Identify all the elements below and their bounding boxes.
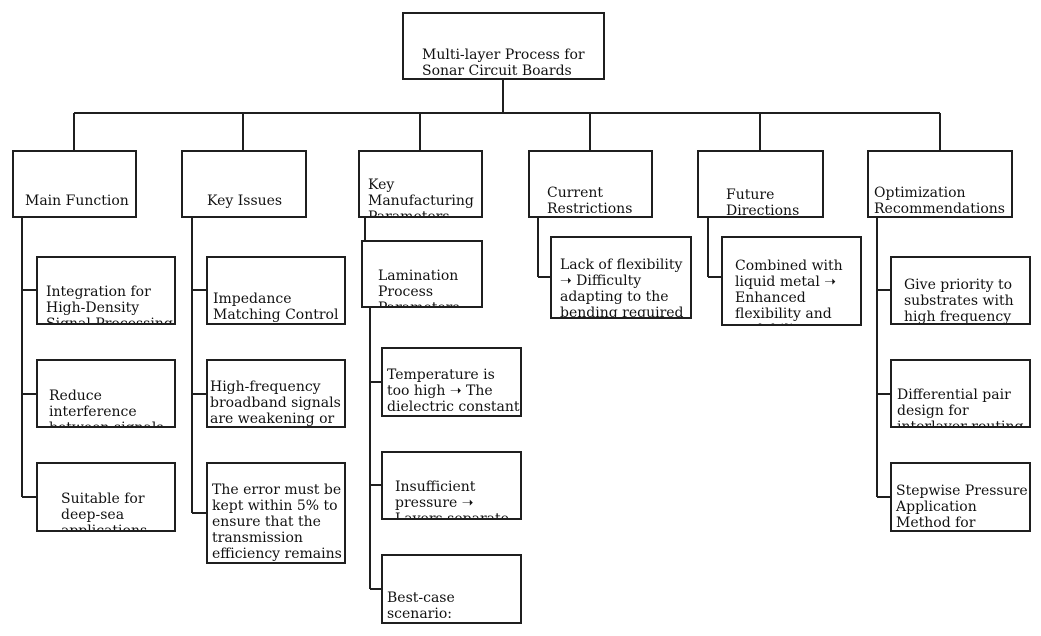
category-label: Key Manufacturing Parameters [368,177,474,218]
item-label: Integration for High-Density Signal Proc… [46,284,173,325]
item-optimization-3: Stepwise Pressure Application Method for… [890,462,1031,532]
subheader-label: Lamination Process Parameters [378,268,460,308]
category-label: Key Issues [207,193,283,209]
root-node: Multi-layer Process for Sonar Circuit Bo… [402,12,605,80]
item-label: Suitable for deep-sea applications [61,491,148,532]
item-label: High-frequency broadband signals are wea… [210,379,341,427]
category-optimization-recommendations: Optimization Recommendations [867,150,1013,218]
item-main-function-3: Suitable for deep-sea applications [36,462,176,532]
item-label: Combined with liquid metal ➝ Enhanced fl… [735,258,843,324]
item-optimization-1: Give priority to substrates with high fr… [890,256,1031,325]
item-lamination-1: Temperature is too high ➝ The dielectric… [381,347,522,417]
item-key-issues-3: The error must be kept within 5% to ensu… [206,462,346,564]
item-label: Insufficient pressure ➝ Layers separate [395,479,509,520]
item-lamination-2: Insufficient pressure ➝ Layers separate [381,451,522,520]
item-key-issues-1: Impedance Matching Control [206,256,346,325]
item-main-function-2: Reduce interference between signals [36,359,176,428]
root-label: Multi-layer Process for Sonar Circuit Bo… [422,47,585,79]
category-future-directions: Future Directions [697,150,824,218]
item-label: Lack of flexibility ➝ Difficulty adaptin… [560,257,684,319]
category-label: Future Directions [726,187,800,218]
item-label: Best-case scenario: 190°C + 3 MPa [387,590,455,622]
item-label: Temperature is too high ➝ The dielectric… [387,367,520,415]
subheader-lamination-parameters: Lamination Process Parameters [361,240,483,308]
item-optimization-2: Differential pair design for interlayer … [890,359,1031,428]
item-label: Give priority to substrates with high fr… [904,277,1014,325]
item-label: Reduce interference between signals [49,388,164,428]
item-lamination-3: Best-case scenario: 190°C + 3 MPa [381,554,522,624]
item-label: Differential pair design for interlayer … [897,387,1024,428]
item-main-function-1: Integration for High-Density Signal Proc… [36,256,176,325]
category-label: Current Restrictions [547,185,633,217]
item-key-issues-2: High-frequency broadband signals are wea… [206,359,346,428]
item-label: The error must be kept within 5% to ensu… [212,482,342,562]
category-label: Optimization Recommendations [874,185,1005,217]
category-main-function: Main Function [12,150,137,218]
category-manufacturing-parameters: Key Manufacturing Parameters [358,150,483,218]
category-label: Main Function [25,193,129,209]
item-restrictions-1: Lack of flexibility ➝ Difficulty adaptin… [550,236,692,319]
item-label: Stepwise Pressure Application Method for… [896,483,1028,531]
item-future-1: Combined with liquid metal ➝ Enhanced fl… [721,236,862,326]
category-key-issues: Key Issues [181,150,307,218]
category-current-restrictions: Current Restrictions [528,150,653,218]
item-label: Impedance Matching Control [213,291,339,323]
